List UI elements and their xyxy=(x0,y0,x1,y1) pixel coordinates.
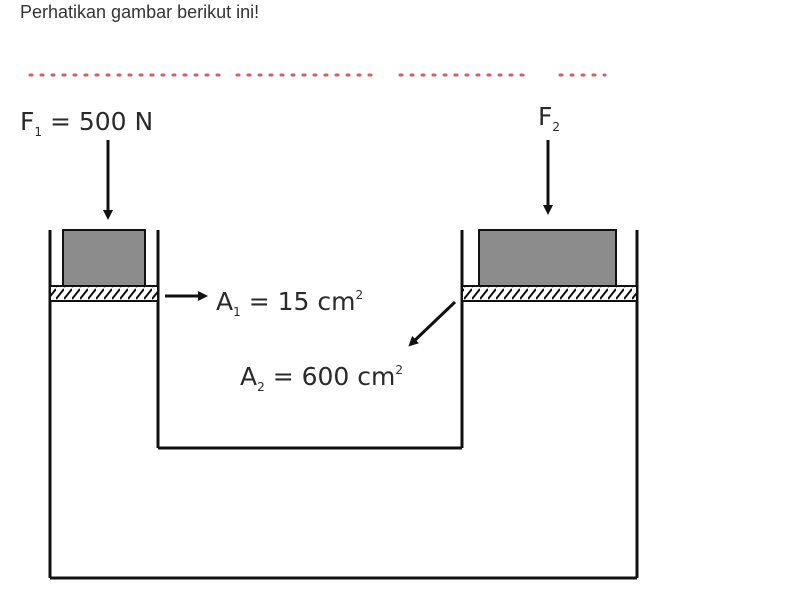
small-piston xyxy=(62,229,146,287)
large-piston xyxy=(478,229,617,287)
label-a1: A1 = 15 cm2 xyxy=(216,287,363,319)
label-a2: A2 = 600 cm2 xyxy=(240,362,403,394)
small-piston-plate xyxy=(49,285,159,302)
label-f1: F1 = 500 N xyxy=(20,107,153,139)
large-piston-plate xyxy=(461,285,638,302)
label-f2: F2 xyxy=(538,102,560,134)
area-a2-arrow xyxy=(408,300,457,347)
instruction-text: Perhatikan gambar berikut ini! xyxy=(20,2,260,22)
